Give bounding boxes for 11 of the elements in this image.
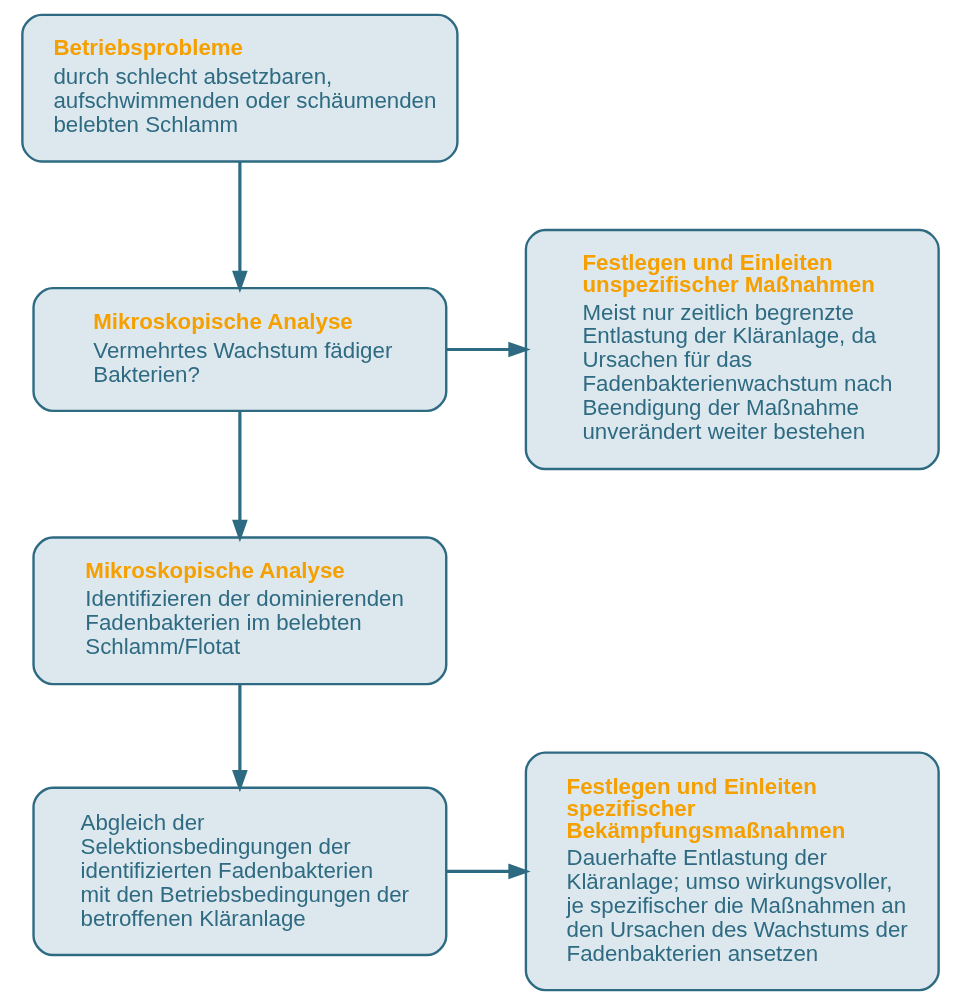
node-box: Festlegen und Einleiten spezifischer Bekämpfungsmaßnahmen Dauerhafte Entlastung der Kläranlage; umso wirkungsvoller, je spezifischer die Maßnahmen an den Ursachen des Wachstums der Fadenbakterien ansetzen: [524, 751, 940, 992]
arrow: [446, 863, 531, 880]
node-box: Mikroskopische Analyse Vermehrtes Wachstum fädiger Bakterien?: [31, 287, 447, 413]
node-box: Mikroskopische Analyse Identifizieren der dominierenden Fadenbakterien im belebten Schlamm/Flotat: [31, 536, 447, 686]
arrow: [231, 411, 248, 543]
node-box: Festlegen und Einleiten unspezifischer Maßnahmen Meist nur zeitlich begrenzte Entlastung der Kläranlage, da Ursachen für das Fadenbakterienwachstum nach Beendigung der Maßnahme unverändert weiter bestehen: [524, 228, 940, 471]
node-box: Abgleich der Selektionsbedingungen der identifizierten Fadenbakterien mit den Betriebsbedingungen der betroffenen Kläranlage: [31, 786, 447, 957]
arrow: [231, 161, 248, 293]
arrow: [446, 341, 531, 358]
node-box: Betriebsprobleme durch schlecht absetzbaren, aufschwimmenden oder schäumenden belebten Schlamm: [20, 13, 459, 163]
arrow: [231, 684, 248, 793]
